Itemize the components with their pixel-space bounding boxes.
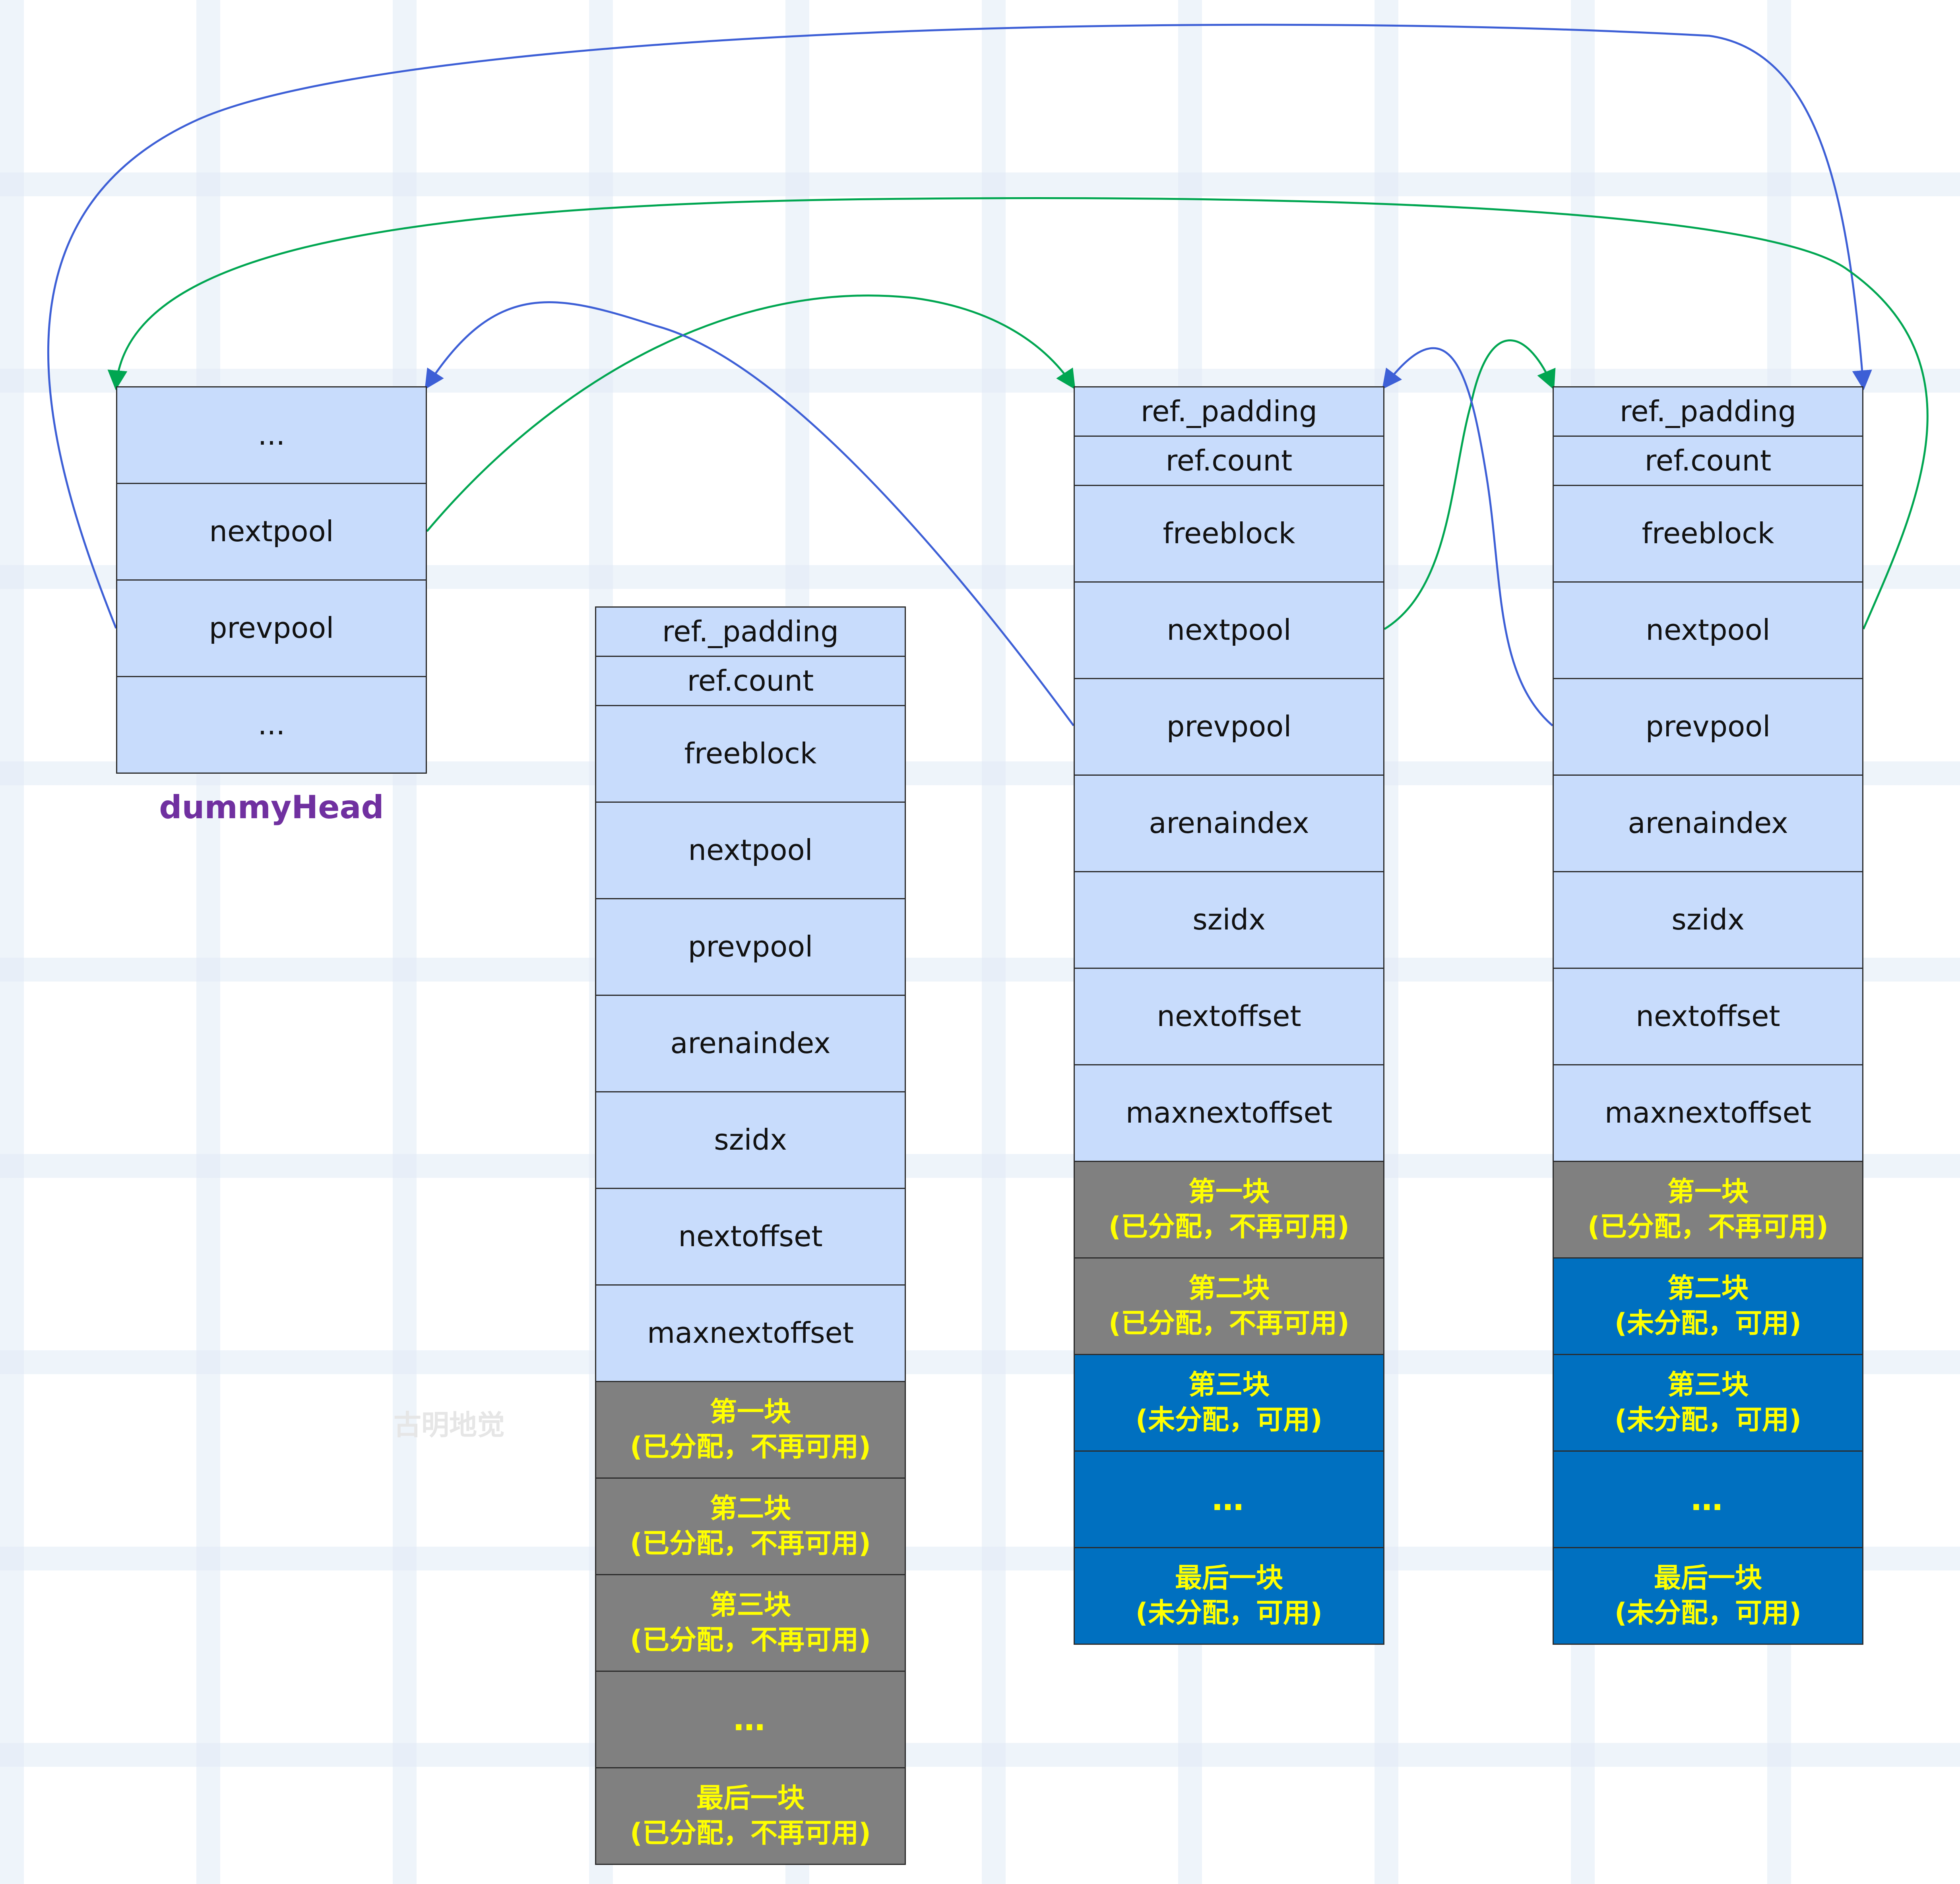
watermark: 古明地觉 <box>394 1409 505 1441</box>
pool-full-field-szidx: szidx <box>595 1091 906 1189</box>
pool-b-block-1: 第一块 (已分配，不再可用) <box>1553 1161 1863 1259</box>
pool-b-field-prevpool: prevpool <box>1553 678 1863 776</box>
dummy-head-cell-prevpool: prevpool <box>116 579 427 677</box>
pool-b-block-3: 第三块 (未分配，可用) <box>1553 1354 1863 1452</box>
link-dummy-next-to-pool-a <box>426 294 1076 532</box>
pool-a-field-ref-count: ref.count <box>1074 436 1384 486</box>
pool-full-field-nextoffset: nextoffset <box>595 1188 906 1286</box>
pool-a-block-1: 第一块 (已分配，不再可用) <box>1074 1161 1384 1259</box>
pool-full-field-nextpool: nextpool <box>595 802 906 899</box>
pool-full-field-prevpool: prevpool <box>595 898 906 996</box>
pool-a-field-arenaindex: arenaindex <box>1074 775 1384 872</box>
pool-a-field-ref-padding: ref._padding <box>1074 386 1384 437</box>
pool-b-field-maxnextoffset: maxnextoffset <box>1553 1064 1863 1162</box>
pool-full-block-1: 第一块 (已分配，不再可用) <box>595 1381 906 1479</box>
pool-a-field-maxnextoffset: maxnextoffset <box>1074 1064 1384 1162</box>
pool-a-field-nextpool: nextpool <box>1074 581 1384 679</box>
pool-full-field-arenaindex: arenaindex <box>595 995 906 1092</box>
pool-a-field-freeblock: freeblock <box>1074 485 1384 583</box>
pool-b-field-szidx: szidx <box>1553 871 1863 969</box>
pool-a-block-last: 最后一块 (未分配，可用) <box>1074 1547 1384 1645</box>
pool-full-block-last: 最后一块 (已分配，不再可用) <box>595 1767 906 1865</box>
link-pool-a-next-to-pool-b <box>1384 339 1556 630</box>
pool-full-field-maxnextoffset: maxnextoffset <box>595 1284 906 1382</box>
dummy-head-cell-0: ... <box>116 386 427 484</box>
pool-full-field-ref-padding: ref._padding <box>595 606 906 657</box>
dummy-head-cell-nextpool: nextpool <box>116 483 427 581</box>
pool-a-block-ellipsis: … <box>1074 1450 1384 1548</box>
pool-full-block-3: 第三块 (已分配，不再可用) <box>595 1574 906 1672</box>
pool-full-block-ellipsis: … <box>595 1671 906 1768</box>
pool-full-field-freeblock: freeblock <box>595 705 906 803</box>
pool-b-field-arenaindex: arenaindex <box>1553 775 1863 872</box>
dummy-head-cell-3: ... <box>116 676 427 774</box>
pool-b-field-nextoffset: nextoffset <box>1553 968 1863 1065</box>
pool-a-block-3: 第三块 (未分配，可用) <box>1074 1354 1384 1452</box>
pool-full-field-ref-count: ref.count <box>595 656 906 706</box>
dummy-head-label: dummyHead <box>159 789 384 826</box>
pool-a-block-2: 第二块 (已分配，不再可用) <box>1074 1257 1384 1355</box>
pool-full-block-2: 第二块 (已分配，不再可用) <box>595 1477 906 1575</box>
link-pool-b-prev-to-pool-a <box>1382 347 1553 726</box>
pool-b-block-2: 第二块 (未分配，可用) <box>1553 1257 1863 1355</box>
pool-a-field-nextoffset: nextoffset <box>1074 968 1384 1065</box>
pool-b-field-nextpool: nextpool <box>1553 581 1863 679</box>
pool-a-field-szidx: szidx <box>1074 871 1384 969</box>
pool-b-field-ref-padding: ref._padding <box>1553 386 1863 437</box>
pool-b-block-ellipsis: … <box>1553 1450 1863 1548</box>
pool-b-field-freeblock: freeblock <box>1553 485 1863 583</box>
pool-b-block-last: 最后一块 (未分配，可用) <box>1553 1547 1863 1645</box>
pool-b-field-ref-count: ref.count <box>1553 436 1863 486</box>
pool-a-field-prevpool: prevpool <box>1074 678 1384 776</box>
